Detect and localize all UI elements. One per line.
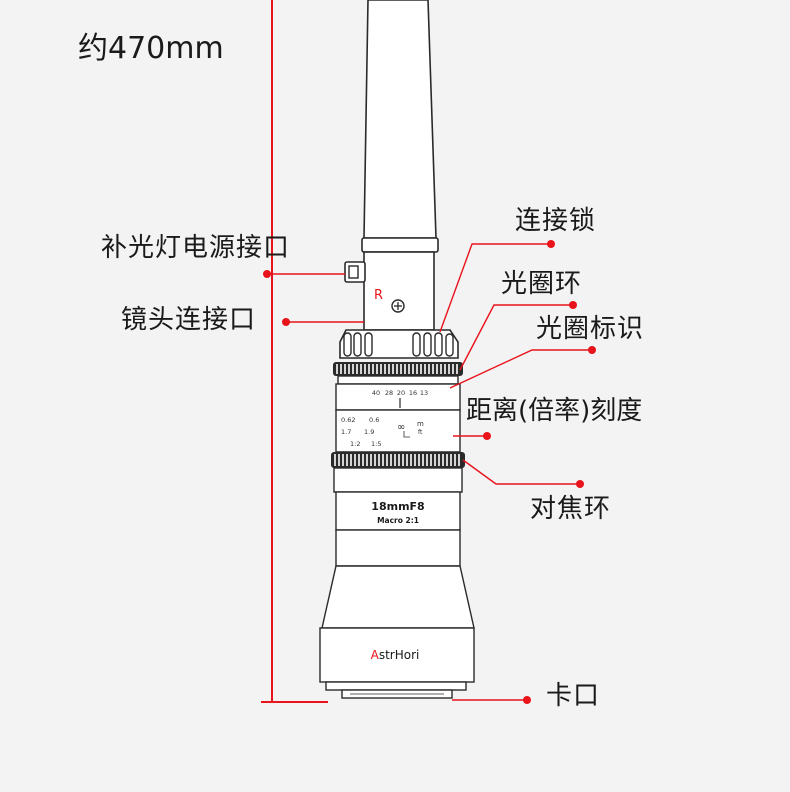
dot-distance-scale bbox=[483, 432, 491, 440]
callout-light-port-label: 补光灯电源接口 bbox=[101, 233, 291, 263]
dot-focus-ring bbox=[576, 480, 584, 488]
callout-lock-label: 连接锁 bbox=[515, 206, 597, 236]
length-label: 约470mm bbox=[78, 31, 224, 66]
lower-barrel bbox=[333, 467, 463, 493]
aperture-scale-value: 13 bbox=[420, 389, 428, 397]
focus-ring-knurl bbox=[334, 454, 460, 466]
callout-aperture-ring-label: 光圈环 bbox=[501, 269, 583, 299]
model-text: 18mmF8 bbox=[371, 500, 424, 513]
distance-m-1: 0.62 bbox=[341, 416, 355, 424]
dot-lock bbox=[547, 240, 555, 248]
aperture-scale-band bbox=[337, 375, 459, 385]
mount-ring bbox=[325, 681, 467, 691]
unit-m: m bbox=[417, 420, 424, 428]
callout-aperture-mark-label: 光圈标识 bbox=[536, 314, 645, 344]
barrel-band bbox=[335, 529, 461, 567]
distance-ft-1: 1.7 bbox=[341, 428, 351, 436]
probe-collar bbox=[361, 237, 439, 253]
callout-focus-ring-label: 对焦环 bbox=[530, 494, 612, 524]
dot-lens-connector bbox=[282, 318, 290, 326]
dot-aperture-mark bbox=[588, 346, 596, 354]
distance-scale-barrel bbox=[335, 409, 461, 453]
distance-ft-2: 1.9 bbox=[364, 428, 374, 436]
dot-aperture-ring bbox=[569, 301, 577, 309]
distance-m-2: 0.6 bbox=[369, 416, 379, 424]
callout-mount-label: 卡口 bbox=[546, 681, 601, 711]
release-screw-icon bbox=[391, 299, 405, 313]
brand-text: AstrHori bbox=[371, 648, 420, 662]
magnification-1: 1:2 bbox=[350, 440, 360, 448]
dot-light-port bbox=[263, 270, 271, 278]
leader-aperture-ring bbox=[459, 304, 573, 371]
aperture-ring-knurl bbox=[336, 364, 458, 374]
aperture-marking-band bbox=[335, 383, 461, 411]
aperture-scale-value: 40 bbox=[372, 389, 380, 397]
leader-lock bbox=[439, 243, 550, 333]
callout-leaders bbox=[267, 243, 592, 701]
leader-aperture-mark bbox=[449, 349, 592, 389]
unit-ft: ft bbox=[418, 429, 423, 436]
aperture-scale-value: 28 bbox=[385, 389, 393, 397]
r-mark: R bbox=[374, 288, 383, 303]
infinity-mark: ∞ bbox=[397, 422, 405, 433]
base-cylinder bbox=[319, 627, 475, 683]
light-power-port-socket bbox=[348, 265, 359, 279]
dot-mount bbox=[523, 696, 531, 704]
leader-focus-ring bbox=[462, 459, 580, 485]
distance-index-bracket bbox=[403, 431, 410, 438]
probe-body bbox=[363, 251, 435, 331]
flared-base bbox=[321, 565, 475, 629]
macro-text: Macro 2:1 bbox=[377, 516, 419, 525]
probe-tube bbox=[363, 0, 437, 239]
callout-lens-connector-label: 镜头连接口 bbox=[121, 305, 257, 335]
aperture-scale-value: 20 bbox=[397, 389, 405, 397]
model-band bbox=[335, 491, 461, 531]
callout-distance-scale-label: 距离(倍率)刻度 bbox=[466, 396, 643, 426]
connection-lock-knurl bbox=[343, 332, 454, 357]
aperture-scale-value: 16 bbox=[409, 389, 417, 397]
connection-lock-ring bbox=[339, 329, 459, 359]
callout-dots bbox=[263, 240, 596, 704]
magnification-2: 1:5 bbox=[371, 440, 381, 448]
